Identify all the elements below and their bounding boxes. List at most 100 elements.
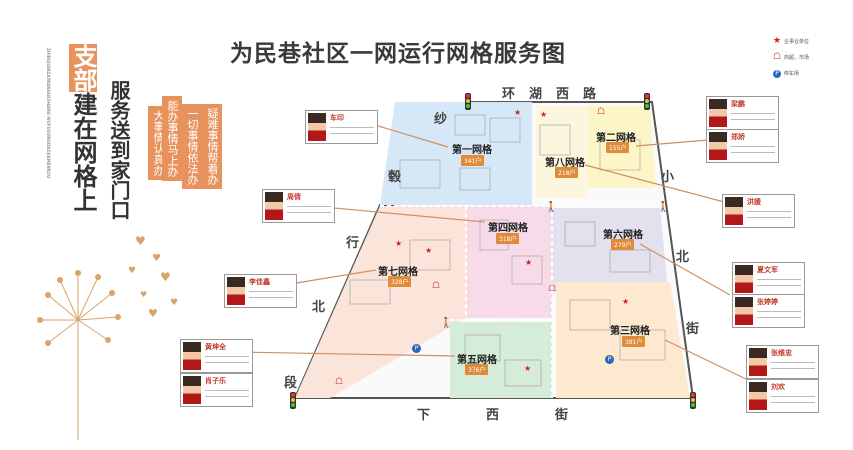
- street-char: 街: [555, 408, 625, 423]
- slogan-sub: 服务送到家门口: [107, 80, 131, 220]
- parking-icon: P: [773, 70, 781, 78]
- grid-label-4: 第四网格: [488, 223, 528, 234]
- shop-icon: ☖: [432, 281, 441, 291]
- legend-label: 停车场: [783, 71, 799, 77]
- grid-zone-7: [295, 206, 466, 398]
- traffic-light-icon: [644, 93, 650, 110]
- legend-item-enterprise: ★ 企事业单位: [773, 36, 809, 46]
- grid-households-3: 381户: [622, 336, 646, 347]
- avatar: [735, 297, 753, 325]
- manager-name: 刘欢: [771, 383, 785, 391]
- manager-name: 夏文军: [757, 266, 778, 274]
- grid-zone-1: [380, 102, 532, 205]
- svg-text:♥: ♥: [170, 298, 178, 308]
- dandelion-illustration: ♥♥ ♥♥ ♥♥ ♥: [37, 234, 178, 440]
- street-char: 西: [556, 87, 584, 102]
- slogan-main: 支部建在网格上: [69, 44, 97, 212]
- red-star-icon: ★: [524, 364, 532, 373]
- street-char: 路: [583, 87, 611, 102]
- shop-icon: ☖: [773, 52, 782, 62]
- parking-icon: P: [605, 355, 614, 364]
- grid-manager-card: 洪媛: [722, 194, 795, 228]
- grid-manager-card: 郑娇: [706, 129, 779, 163]
- grid-households-8: 218户: [555, 167, 579, 178]
- grid-manager-card: 梁鹏: [706, 96, 779, 130]
- grid-manager-card: 车印: [305, 110, 378, 144]
- grid-zone-5: [450, 322, 552, 398]
- shop-icon: ☖: [597, 107, 606, 117]
- grid-manager-card: 黄坤全: [180, 339, 253, 373]
- manager-name: 张维忠: [771, 349, 792, 357]
- avatar: [265, 192, 283, 220]
- grid-manager-card: 李佳鑫: [224, 274, 297, 308]
- grid-label-7: 第七网格: [378, 267, 418, 278]
- red-star-icon: ★: [525, 258, 533, 267]
- svg-text:♥: ♥: [148, 307, 158, 320]
- street-east-3: 街: [686, 322, 700, 337]
- avatar: [709, 132, 727, 160]
- grid-manager-card: 肖子乐: [180, 373, 253, 407]
- avatar: [227, 277, 245, 305]
- grid-label-3: 第三网格: [610, 326, 650, 337]
- grid-households-6: 279户: [611, 239, 635, 250]
- grid-zone-4: [466, 206, 552, 318]
- manager-name: 周倩: [287, 193, 301, 201]
- grid-households-7: 328户: [388, 276, 412, 287]
- manager-name: 梁鹏: [731, 100, 745, 108]
- pedestrian-crossing-icon: 🚶: [545, 202, 558, 213]
- legend-label: 企事业单位: [783, 39, 809, 45]
- parking-icon: P: [412, 344, 421, 353]
- street-west-3: 行: [346, 236, 360, 251]
- svg-text:♥: ♥: [128, 266, 136, 276]
- street-char: 下: [417, 408, 487, 423]
- manager-name: 肖子乐: [205, 377, 226, 385]
- street-west-2: 毂: [388, 170, 402, 185]
- street-char: 湖: [529, 87, 557, 102]
- grid-label-8: 第八网格: [545, 158, 585, 169]
- slogan-box-4: 疑难事情帮着办: [202, 104, 222, 189]
- slogan-text: 建在网格上: [69, 92, 97, 212]
- street-west-4: 北: [312, 300, 326, 315]
- avatar: [725, 197, 743, 225]
- avatar: [183, 376, 201, 404]
- street-west-5: 段: [284, 376, 298, 391]
- grid-manager-card: 张维忠: [746, 345, 819, 379]
- manager-name: 张婷婷: [757, 298, 778, 306]
- shop-icon: ☖: [335, 377, 344, 387]
- legend-item-shop: ☖ 商超、市场: [773, 52, 809, 62]
- manager-name: 郑娇: [731, 133, 745, 141]
- grid-zone-8: [536, 106, 588, 198]
- page-title: 为民巷社区一网运行网格服务图: [230, 41, 566, 67]
- grid-manager-card: 夏文军: [732, 262, 805, 296]
- street-south: 下西街: [417, 404, 624, 423]
- legend-item-parking: P 停车场: [773, 68, 799, 78]
- slogan-pinyin: ZHIBUJIANZAIWANGGESHANG WUFUSONGDAOJIAME…: [46, 48, 51, 179]
- grid-households-4: 318户: [496, 233, 520, 244]
- grid-label-2: 第二网格: [596, 133, 636, 144]
- street-char: 西: [486, 408, 556, 423]
- street-east-2: 北: [676, 250, 690, 265]
- grid-label-5: 第五网格: [457, 355, 497, 366]
- grid-manager-card: 周倩: [262, 189, 335, 223]
- red-star-icon: ★: [773, 36, 782, 46]
- svg-text:♥: ♥: [152, 253, 161, 264]
- slogan-box-3: 一切事情依法办: [182, 104, 202, 189]
- traffic-light-icon: [690, 392, 696, 409]
- manager-name: 李佳鑫: [249, 278, 270, 286]
- grid-label-1: 第一网格: [452, 145, 492, 156]
- red-star-icon: ★: [395, 239, 403, 248]
- slogan-box-2: 能办事情马上办: [162, 96, 182, 181]
- traffic-light-icon: [465, 93, 471, 110]
- svg-text:♥: ♥: [140, 290, 147, 299]
- grid-households-2: 155户: [606, 142, 630, 153]
- manager-name: 黄坤全: [205, 343, 226, 351]
- legend-label: 商超、市场: [783, 55, 809, 61]
- red-star-icon: ★: [514, 108, 522, 117]
- svg-text:♥: ♥: [135, 234, 146, 248]
- grid-manager-card: 张婷婷: [732, 294, 805, 328]
- red-star-icon: ★: [622, 297, 630, 306]
- slogan-highlight: 支部: [69, 44, 97, 92]
- avatar: [308, 113, 326, 141]
- manager-name: 车印: [330, 114, 344, 122]
- avatar: [749, 382, 767, 410]
